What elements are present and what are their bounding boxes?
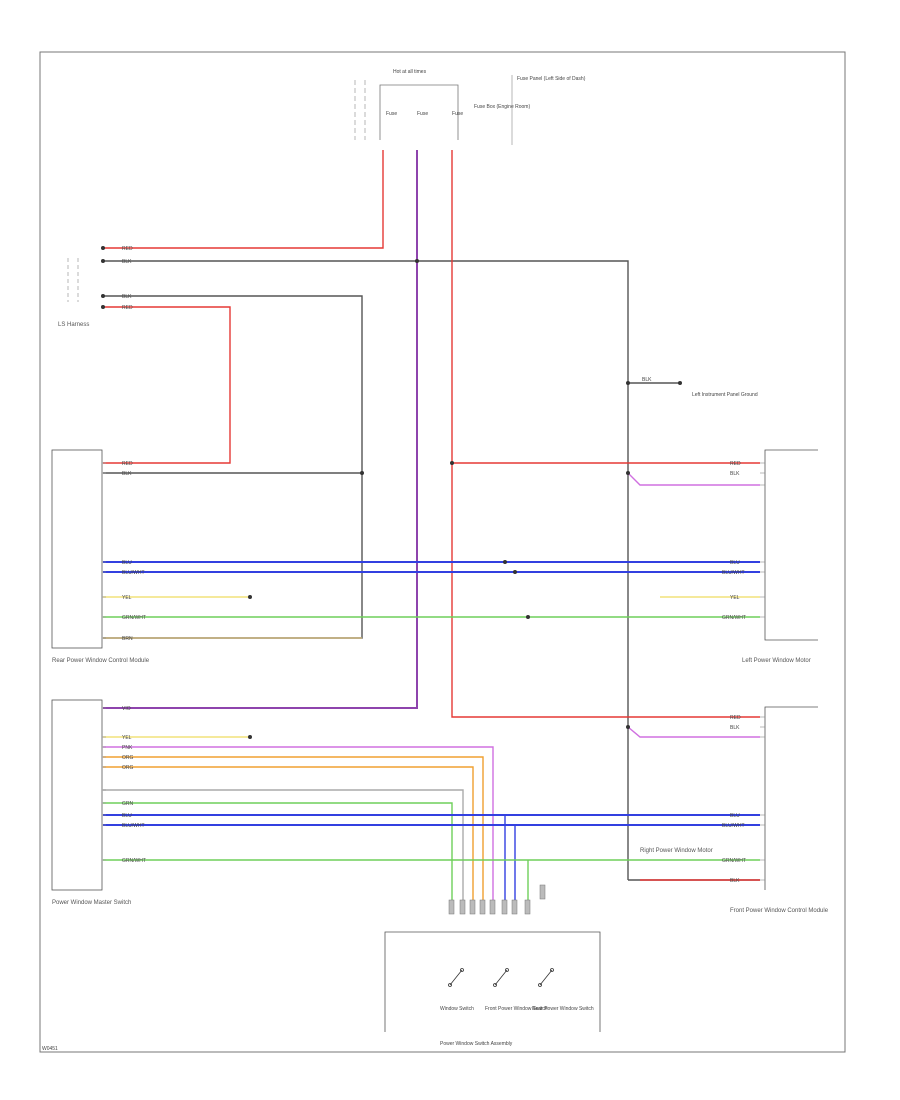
fuse-box-note: Fuse Box (Engine Room) <box>474 104 530 110</box>
wire-label-blk-2: BLK <box>122 294 132 300</box>
switch-assembly-label: Power Window Switch Assembly <box>440 1041 513 1047</box>
wire-gray-low <box>103 789 464 905</box>
wire-black-left-loop <box>103 295 363 639</box>
wire-labels: RED BLK BLK RED RED BLK BLU BLU/WHT YEL … <box>122 246 746 884</box>
wire-label-yel-r1: YEL <box>730 595 740 601</box>
wire-label-blk-r2: BLK <box>730 725 740 731</box>
wire-label-blk-ground: BLK <box>642 377 652 383</box>
right-window-motor-label: Right Power Window Motor <box>640 848 713 854</box>
diagram-frame <box>39 51 846 1053</box>
splices <box>101 246 682 739</box>
wire-label-blu: BLU <box>122 560 132 566</box>
left-harness-label: LS Harness <box>58 322 89 328</box>
wire-label-org: ORG <box>122 755 134 761</box>
wire-label-grn: GRN <box>122 801 134 807</box>
wire-label-blu-2: BLU <box>122 813 132 819</box>
wire-label-blu-r1: BLU <box>730 560 740 566</box>
fuse-label-1: Fuse <box>386 111 397 117</box>
wire-violet <box>103 150 418 709</box>
wire-label-grnwht: GRN/WHT <box>122 615 146 621</box>
switch-assembly: Window Switch Front Power Window Switch … <box>384 884 601 1047</box>
fuse-box: Hot at all times Fuse Fuse Fuse Fuse Box… <box>354 69 586 145</box>
wires <box>103 150 760 905</box>
wire-label-red-3: RED <box>122 461 133 467</box>
wire-label-blk: BLK <box>122 259 132 265</box>
wire-label-red-2: RED <box>122 305 133 311</box>
left-harness-connector: LS Harness <box>58 258 89 328</box>
wire-label-red-r2: RED <box>730 715 741 721</box>
wire-label-bluwht-2: BLU/WHT <box>122 823 145 829</box>
wire-green-low <box>103 802 453 905</box>
left-window-motor: Left Power Window Motor <box>742 449 818 664</box>
switch-label-2: Front Power Window Switch <box>485 1006 548 1012</box>
wire-magenta-right <box>627 472 760 486</box>
ground-label: Left Instrument Panel Ground <box>692 392 758 398</box>
switch-label-3: Rear Power Window Switch <box>532 1006 594 1012</box>
fuse-label-2: Fuse <box>417 111 428 117</box>
wire-label-blk-r3: BLK <box>730 878 740 884</box>
wire-label-red-r1: RED <box>730 461 741 467</box>
wire-orange-2 <box>103 766 474 905</box>
switch-label-1: Window Switch <box>440 1006 474 1012</box>
wire-label-grnwht-2: GRN/WHT <box>122 858 146 864</box>
front-window-module-label: Front Power Window Control Module <box>730 908 829 914</box>
wire-red-left-loop <box>103 306 231 464</box>
rear-window-module: Rear Power Window Control Module <box>51 449 150 664</box>
wire-magenta-low <box>103 746 494 905</box>
wire-label-grnwht-r2: GRN/WHT <box>722 858 746 864</box>
fuse-box-label: Hot at all times <box>393 69 427 75</box>
wire-label-blk-3: BLK <box>122 471 132 477</box>
fuse-panel-note: Fuse Panel (Left Side of Dash) <box>517 76 586 82</box>
wire-red-fuse3 <box>451 150 760 718</box>
wire-label-vio: VIO <box>122 706 131 712</box>
wire-label-bluwht-r1: BLU/WHT <box>722 570 745 576</box>
wire-orange-1 <box>103 756 484 905</box>
left-window-motor-label: Left Power Window Motor <box>742 658 811 664</box>
wire-label-org-2: ORG <box>122 765 134 771</box>
master-switch-module: Power Window Master Switch <box>51 699 131 906</box>
wire-label-blu-r2: BLU <box>730 813 740 819</box>
wire-label-bluwht-r2: BLU/WHT <box>722 823 745 829</box>
wire-label-blk-r1: BLK <box>730 471 740 477</box>
wire-label-brn: BRN <box>122 636 133 642</box>
right-window-motor: Right Power Window Motor Front Power Win… <box>640 706 829 914</box>
footer-code: W0451 <box>42 1046 58 1052</box>
wire-label-bluwht: BLU/WHT <box>122 570 145 576</box>
wire-label-red: RED <box>122 246 133 252</box>
master-switch-label: Power Window Master Switch <box>52 900 131 906</box>
wire-label-yel: YEL <box>122 595 132 601</box>
rear-window-module-label: Rear Power Window Control Module <box>52 658 150 664</box>
wire-label-yel-2: YEL <box>122 735 132 741</box>
wire-magenta-right-2 <box>627 726 760 738</box>
fuse-label-3: Fuse <box>452 111 463 117</box>
wire-red-fuse1 <box>103 150 384 249</box>
wire-label-pnk: PNK <box>122 745 133 751</box>
wire-label-grnwht-r1: GRN/WHT <box>722 615 746 621</box>
wire-black-top <box>103 260 629 880</box>
